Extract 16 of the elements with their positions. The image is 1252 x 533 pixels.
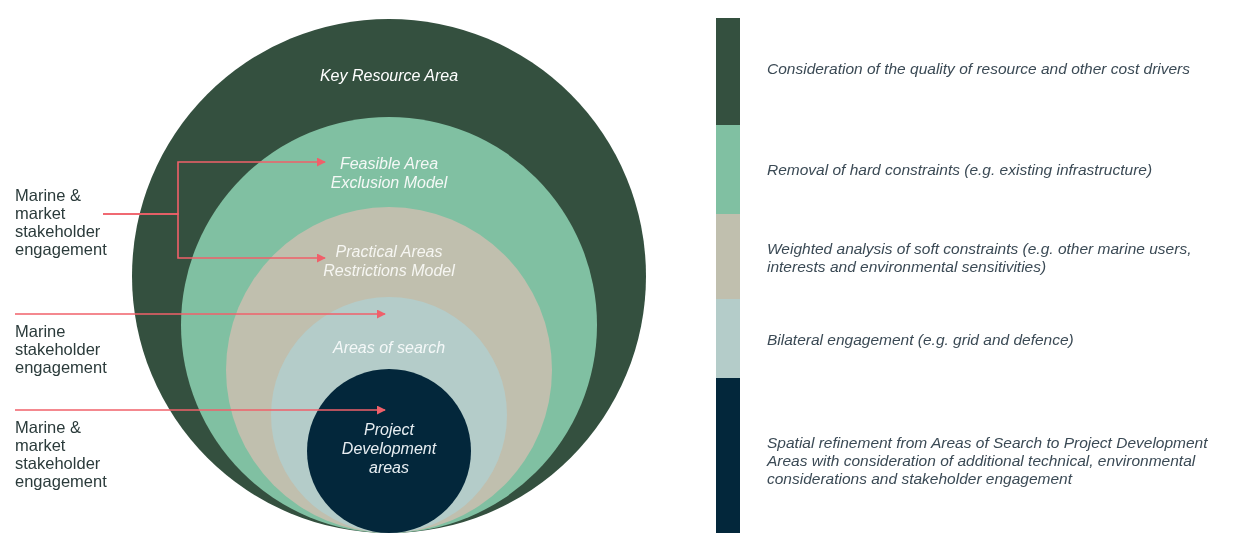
arrow <box>102 213 326 263</box>
legend-text: Spatial refinement from Areas of Search to Project Development Areas with consideration of additional technical, environmental considerations and stakeholder engagement <box>767 434 1209 488</box>
region-label: Areas of search <box>331 337 447 357</box>
arrow <box>14 309 386 319</box>
legend-text: Bilateral engagement (e.g. grid and defence) <box>767 331 1075 349</box>
legend-text: Weighted analysis of soft constraints (e.g. other marine users, interests and environmental sensitivities) <box>767 240 1193 276</box>
stakeholder-label: Marine & market stakeholder engagement <box>15 186 125 258</box>
stakeholder-label: Marine stakeholder engagement <box>15 322 125 376</box>
region-label: Feasible Area Exclusion Model <box>329 154 449 192</box>
region-label: Practical Areas Restrictions Model <box>322 242 456 280</box>
legend-text: Consideration of the quality of resource and other cost drivers <box>767 60 1192 78</box>
arrow <box>14 405 386 415</box>
region-label: Project Development areas <box>340 419 438 477</box>
legend-text: Removal of hard constraints (e.g. existing infrastructure) <box>767 161 1154 179</box>
stakeholder-label: Marine & market stakeholder engagement <box>15 418 125 490</box>
region-label: Key Resource Area <box>318 65 460 85</box>
